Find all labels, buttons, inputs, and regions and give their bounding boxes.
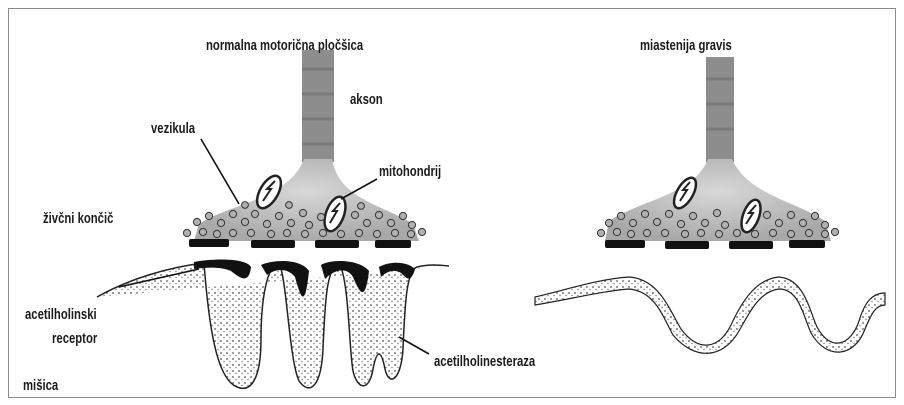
diagram-frame: normalna motorična pločšica miastenija g… <box>8 8 896 398</box>
nerve-terminal-right <box>605 159 831 241</box>
active-zones-right <box>605 240 825 249</box>
myasthenia-end-plate <box>535 57 885 353</box>
muscle-folds-left <box>97 263 449 388</box>
label-acetilholinesteraza: acetilholinesteraza <box>434 354 535 370</box>
label-receptor: receptor <box>52 331 97 347</box>
label-akson: akson <box>350 92 383 108</box>
left-diagram-title: normalna motorična pločšica <box>206 38 363 54</box>
right-diagram-title: miastenija gravis <box>640 38 732 54</box>
label-misica: mišica <box>23 378 58 394</box>
normal-end-plate <box>97 50 449 388</box>
diagram-canvas <box>9 9 895 397</box>
label-acetilholinski: acetilholinski <box>25 307 97 323</box>
label-mitohondrij: mitohondrij <box>379 164 441 180</box>
label-vezikula: vezikula <box>151 121 195 137</box>
axon-right <box>706 57 734 162</box>
muscle-membrane-right <box>535 277 885 353</box>
label-zivcni-koncic: živčni končič <box>43 211 113 227</box>
